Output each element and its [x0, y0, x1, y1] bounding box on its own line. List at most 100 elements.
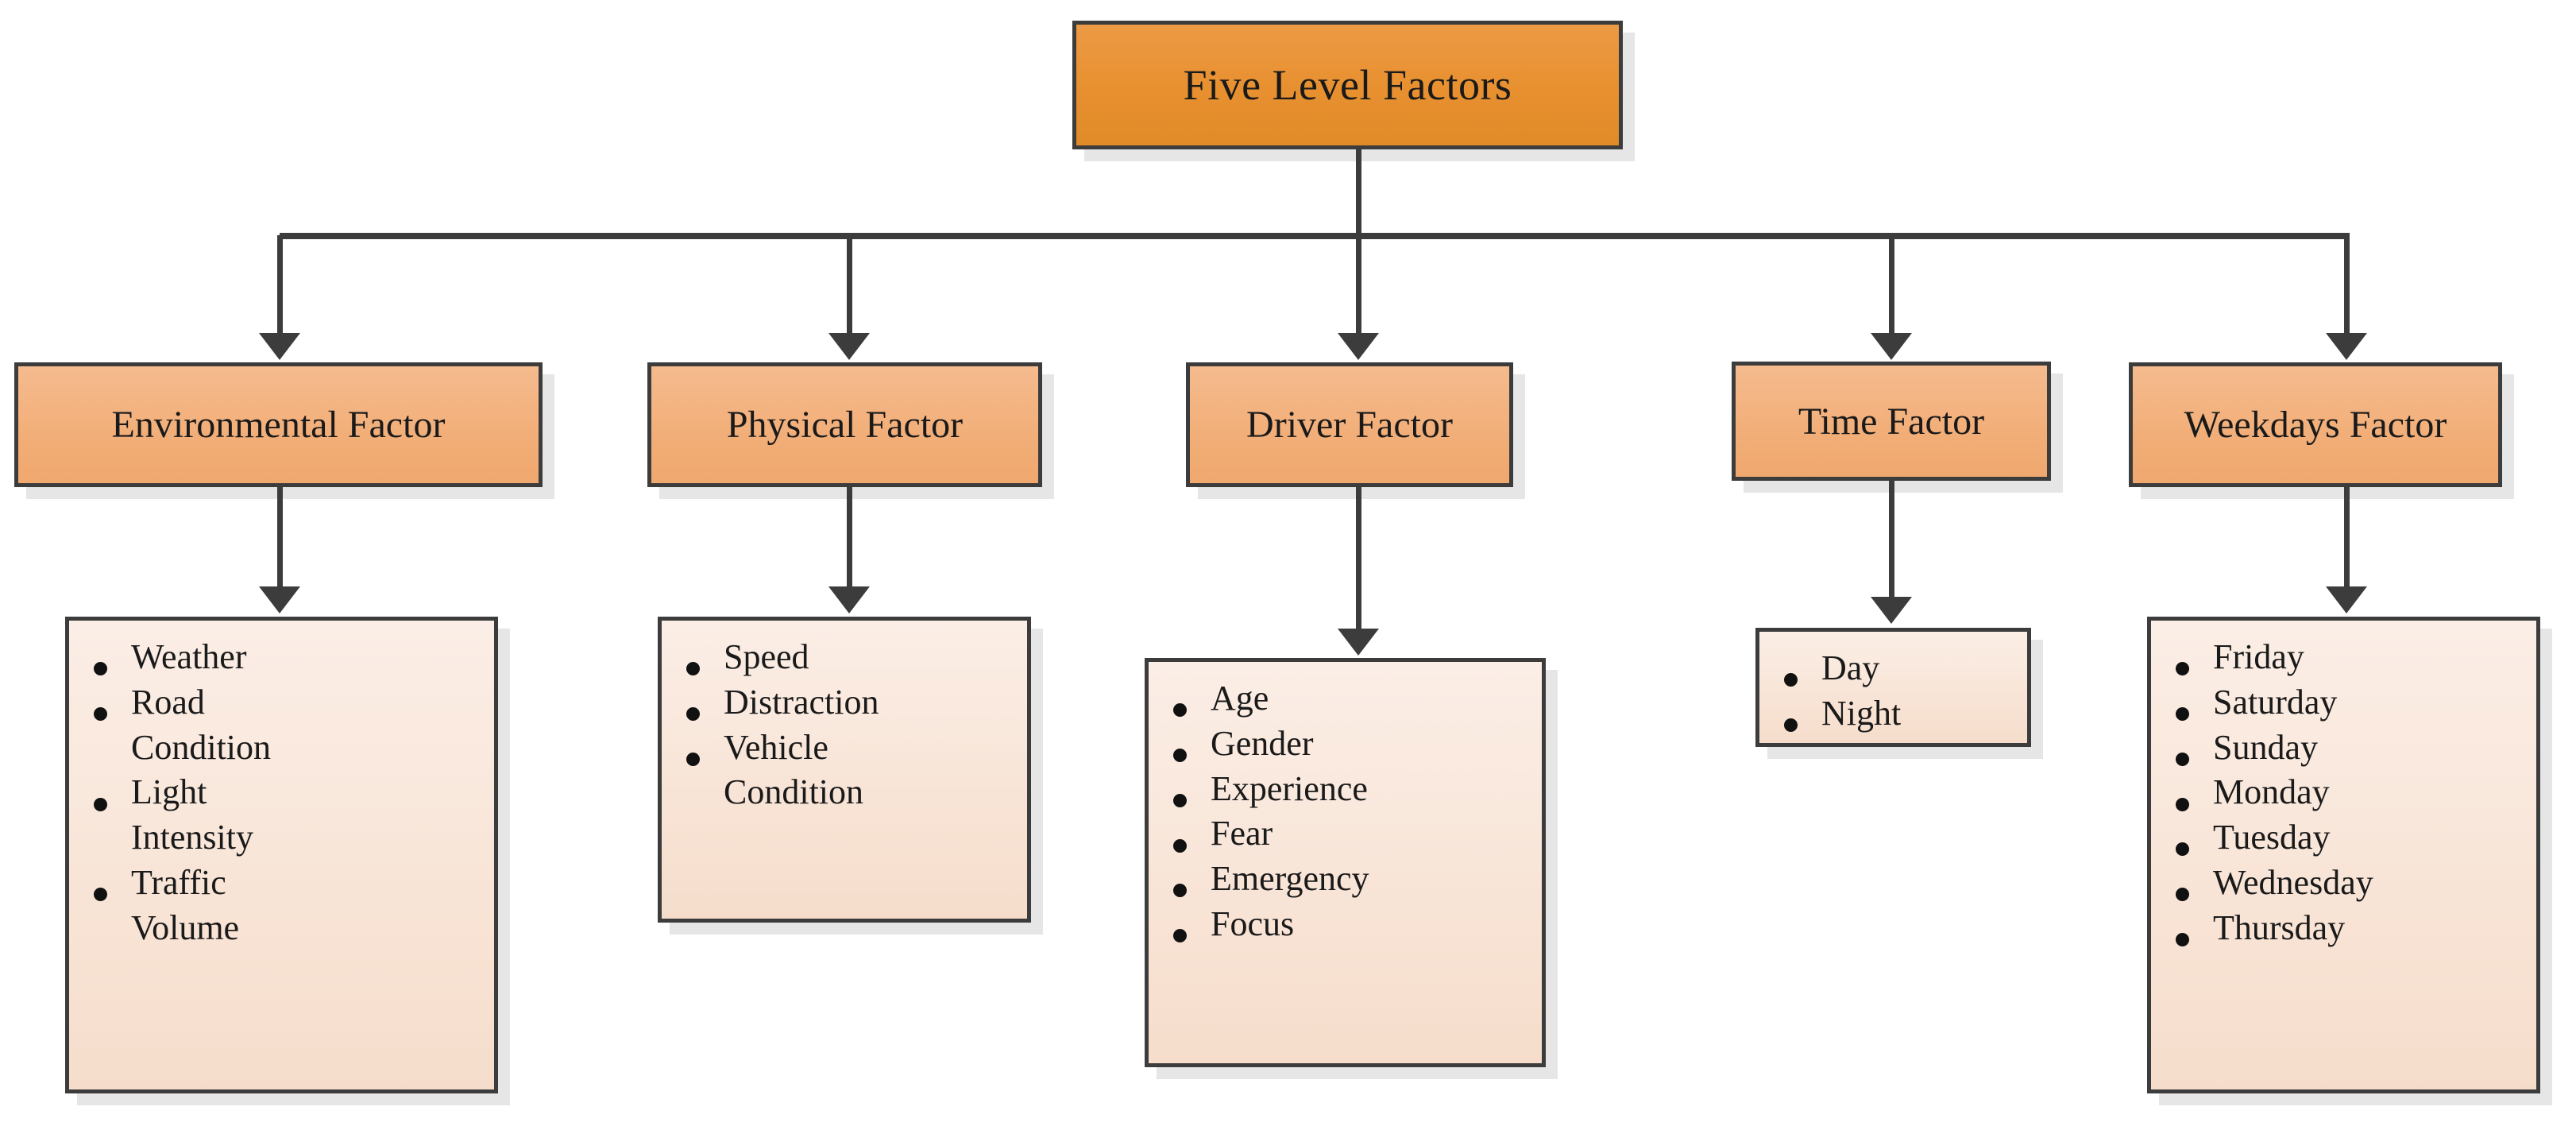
branch-drop-connector-2 [847, 235, 852, 335]
bullet-spacer [69, 906, 131, 951]
leaf-drop-connector-1 [277, 487, 283, 588]
branch-arrowhead-3 [1338, 333, 1379, 360]
bullet-icon [69, 770, 131, 815]
bullet-icon [662, 680, 724, 726]
list-item: Speed [662, 635, 1027, 680]
bullet-icon [2151, 770, 2213, 815]
bullet-spacer [662, 770, 724, 815]
level2-node-label-1: Environmental Factor [111, 404, 446, 446]
bullet-icon [1759, 691, 1821, 737]
bullet-icon [69, 861, 131, 906]
list-item: Gender [1149, 722, 1542, 767]
bullet-icon [1149, 722, 1211, 767]
branch-bus-connector [280, 233, 2350, 239]
bullet-spacer [69, 726, 131, 771]
root-node-five-level-factors[interactable]: Five Level Factors [1072, 21, 1623, 149]
bullet-icon [662, 726, 724, 771]
list-item: Road [69, 680, 494, 726]
level2-node-time-factor[interactable]: Time Factor [1732, 362, 2051, 481]
root-stem-connector [1356, 149, 1361, 238]
branch-drop-connector-1 [277, 235, 283, 335]
level2-node-environmental-factor[interactable]: Environmental Factor [14, 362, 543, 487]
list-item-label: Friday [2213, 637, 2304, 676]
bullet-icon [2151, 726, 2213, 771]
list-item: Age [1149, 676, 1542, 722]
list-item-label: Thursday [2213, 907, 2346, 947]
bullet-icon [1149, 902, 1211, 947]
list-item-label: Focus [1211, 904, 1295, 943]
list-item: Fear [1149, 811, 1542, 857]
level2-node-label-2: Physical Factor [726, 404, 964, 446]
list-item-continuation: Condition [662, 770, 1027, 815]
leaf-arrowhead-3 [1338, 629, 1379, 656]
level2-node-driver-factor[interactable]: Driver Factor [1186, 362, 1513, 487]
list-item-label: Experience [1211, 768, 1368, 808]
list-item-continuation: Condition [69, 726, 494, 771]
list-item: Distraction [662, 680, 1027, 726]
list-item: Friday [2151, 635, 2536, 680]
list-item: Saturday [2151, 680, 2536, 726]
list-item-label: Night [1821, 693, 1902, 733]
list-item: Light [69, 770, 494, 815]
list-item: Experience [1149, 767, 1542, 812]
bullet-icon [2151, 861, 2213, 906]
list-item-continuation: Intensity [69, 815, 494, 861]
branch-drop-connector-4 [1889, 235, 1894, 335]
bullet-icon [1759, 646, 1821, 691]
bullet-icon [69, 635, 131, 680]
list-item-label: Light [131, 772, 207, 812]
level2-node-label-3: Driver Factor [1246, 404, 1453, 446]
list-item-label: Age [1211, 679, 1269, 718]
level2-node-label-5: Weekdays Factor [2184, 404, 2447, 446]
level2-node-physical-factor[interactable]: Physical Factor [647, 362, 1042, 487]
list-item-label: Wednesday [2213, 862, 2373, 902]
list-item-label: Vehicle [724, 727, 828, 767]
list-item-label: Sunday [2213, 727, 2318, 767]
leaf-arrowhead-4 [1871, 597, 1912, 624]
list-item-label: Condition [724, 772, 864, 812]
list-item-label: Emergency [1211, 859, 1369, 898]
list-item-label: Monday [2213, 772, 2330, 812]
branch-arrowhead-1 [259, 333, 300, 360]
bullet-spacer [69, 815, 131, 861]
leaf-drop-connector-3 [1356, 487, 1361, 630]
list-item-label: Road [131, 682, 205, 722]
list-item: Thursday [2151, 906, 2536, 951]
list-item: Traffic [69, 861, 494, 906]
list-item-label: Tuesday [2213, 818, 2331, 857]
list-item-label: Weather [131, 637, 247, 676]
leaf-arrowhead-1 [259, 586, 300, 613]
bullet-icon [2151, 815, 2213, 861]
list-item: Wednesday [2151, 861, 2536, 906]
list-item: Night [1759, 691, 2027, 737]
list-item-label: Distraction [724, 682, 879, 722]
list-item-label: Day [1821, 648, 1880, 687]
list-item-label: Volume [131, 907, 240, 947]
bullet-icon [2151, 906, 2213, 951]
bullet-icon [1149, 676, 1211, 722]
list-item-label: Gender [1211, 723, 1314, 763]
list-item-label: Condition [131, 727, 272, 767]
leaf-arrowhead-5 [2326, 586, 2367, 613]
branch-drop-connector-5 [2344, 235, 2350, 335]
list-item-label: Speed [724, 637, 809, 676]
bullet-icon [1149, 811, 1211, 857]
list-item: Day [1759, 646, 2027, 691]
list-item: Focus [1149, 902, 1542, 947]
level2-node-label-4: Time Factor [1798, 400, 1985, 443]
bullet-icon [2151, 680, 2213, 726]
list-item: Vehicle [662, 726, 1027, 771]
level2-node-weekdays-factor[interactable]: Weekdays Factor [2129, 362, 2502, 487]
list-item-label: Saturday [2213, 682, 2338, 722]
branch-arrowhead-5 [2326, 333, 2367, 360]
